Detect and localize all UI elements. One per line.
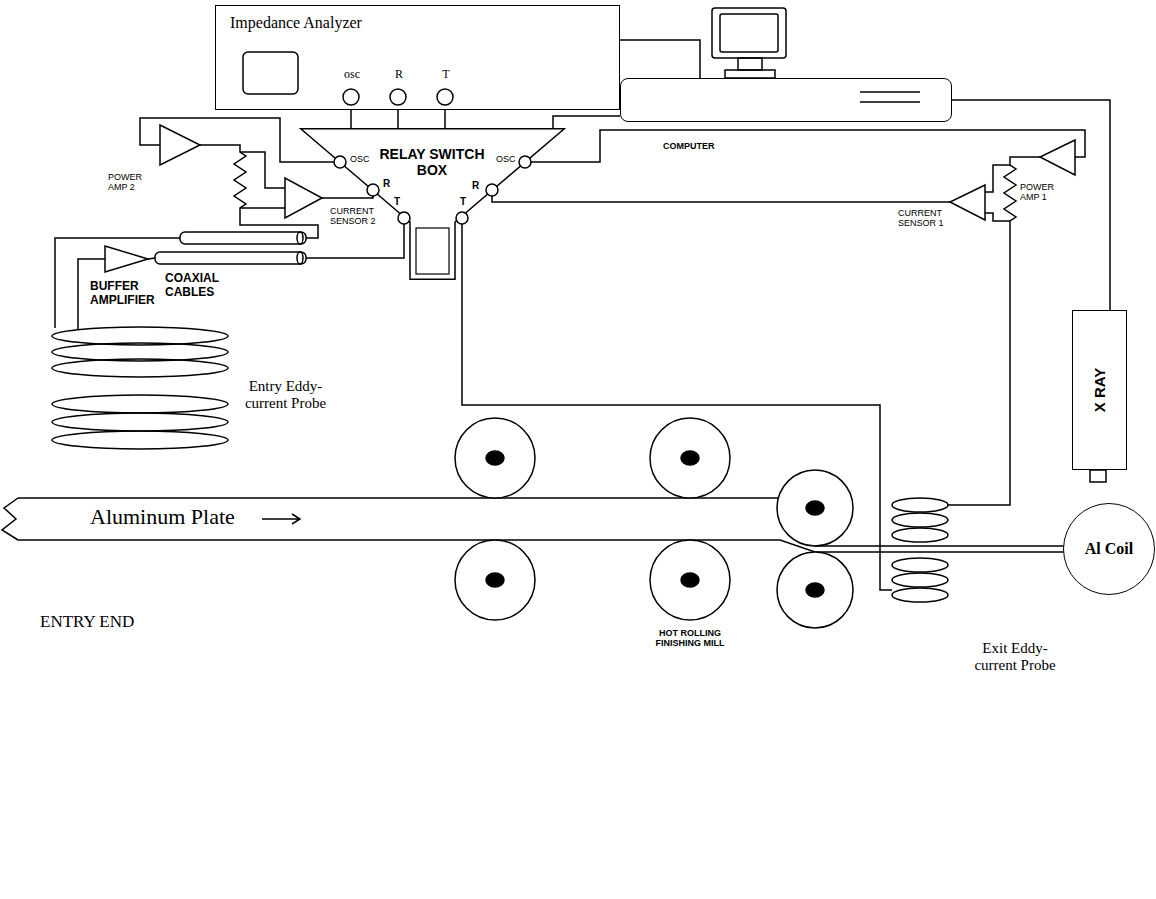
jack-label: OSC: [350, 154, 370, 164]
signal-wire: [397, 110, 399, 128]
jack-label: T: [442, 68, 449, 82]
current-sensor-2: [285, 178, 322, 218]
signal-wire: [620, 40, 700, 78]
wire: [140, 118, 334, 162]
wire: [148, 258, 155, 259]
computer-monitor: [712, 8, 786, 78]
aluminum-plate: [2, 498, 1064, 552]
wire: [322, 196, 373, 198]
probe-label: Entry Eddy-current Probe: [238, 378, 333, 413]
jack-label: osc: [344, 68, 360, 82]
plate-label: Aluminum Plate: [90, 504, 235, 529]
jack-label: OSC: [496, 154, 516, 164]
computer: COMPUTER: [620, 78, 952, 122]
buffer-amplifier: [105, 246, 148, 272]
exit-probe-coil: [892, 498, 948, 602]
wire: [985, 213, 1010, 221]
wire: [985, 165, 1010, 192]
jack-label: R: [383, 178, 390, 190]
wire: [306, 224, 404, 258]
sensor-label: CURRENT SENSOR 2: [330, 206, 392, 227]
signal-wire: [952, 100, 1110, 310]
jack-label: R: [395, 68, 403, 82]
analyzer-screen: [243, 52, 298, 94]
wire: [531, 130, 1085, 162]
end-label: ENTRY END: [40, 612, 134, 632]
sensor-label: CURRENT SENSOR 1: [898, 208, 948, 229]
direction-arrow: [262, 514, 300, 524]
xray-tip: [1090, 470, 1106, 482]
signal-wire: [350, 110, 352, 128]
rolling-mill-rolls: [455, 418, 853, 628]
probe-label: Exit Eddy-current Probe: [965, 640, 1065, 675]
node-title: COMPUTER: [663, 141, 715, 151]
signal-wire: [553, 116, 620, 128]
coaxial-cables: [155, 232, 306, 264]
power-amp-1: [1040, 140, 1075, 175]
jack-label: T: [394, 196, 400, 208]
entry-probe-coil: [52, 327, 228, 449]
wire: [240, 207, 285, 209]
wire: [240, 152, 285, 188]
node-title: Al Coil: [1085, 540, 1133, 558]
node-title: RELAY SWITCH BOX: [372, 146, 492, 178]
computer-drive-lines: [860, 92, 920, 102]
mill-label: HOT ROLLING FINISHING MILL: [650, 628, 730, 649]
relay-switch-box: RELAY SWITCH BOXOSCRTOSCRT: [300, 128, 565, 280]
wire: [55, 238, 180, 328]
node-title: Impedance Analyzer: [230, 14, 362, 32]
signal-wire: [444, 110, 446, 128]
power-amp-2: [160, 125, 200, 165]
jack-label: T: [460, 196, 466, 208]
amplifier-label: POWER AMP 2: [108, 172, 152, 193]
resistor-wire: [948, 157, 1040, 505]
impedance-analyzer: Impedance Analyzer osc R T: [215, 5, 620, 110]
aluminum-coil: Al Coil: [1063, 503, 1155, 595]
current-sensor-1: [950, 185, 985, 220]
amplifier-label: POWER AMP 1: [1020, 182, 1070, 203]
xray-unit: X RAY: [1072, 310, 1127, 470]
node-title: X RAY: [1091, 368, 1108, 412]
cable-label: COAXIAL CABLES: [165, 272, 245, 300]
wire: [492, 196, 950, 202]
wire: [462, 224, 892, 590]
jack-label: R: [472, 180, 479, 192]
amplifier-label: BUFFER AMPLIFIER: [90, 280, 160, 308]
